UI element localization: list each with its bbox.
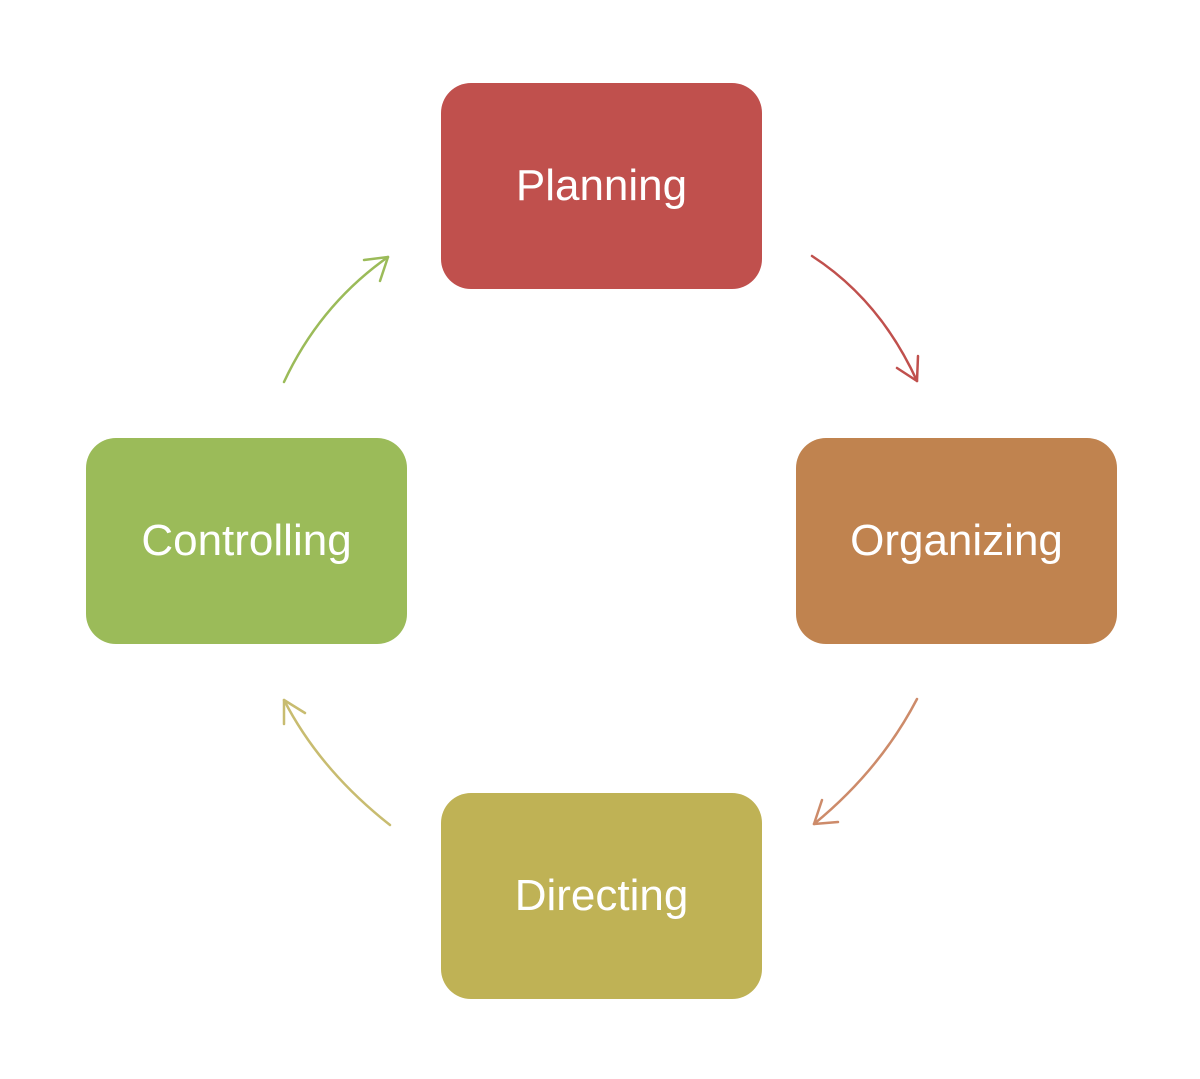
node-organizing: Organizing	[796, 438, 1117, 644]
node-label: Controlling	[141, 516, 352, 565]
arrow-organizing-to-directing	[812, 697, 919, 826]
node-label: Planning	[515, 161, 688, 210]
node-label: Directing	[514, 871, 689, 920]
arrow-planning-to-organizing	[810, 254, 920, 383]
node-planning: Planning	[441, 83, 762, 289]
arrow-controlling-to-planning	[282, 255, 390, 384]
node-label: Organizing	[850, 516, 1063, 565]
node-controlling: Controlling	[86, 438, 407, 644]
arrow-directing-to-controlling	[282, 698, 392, 827]
node-directing: Directing	[441, 793, 762, 999]
